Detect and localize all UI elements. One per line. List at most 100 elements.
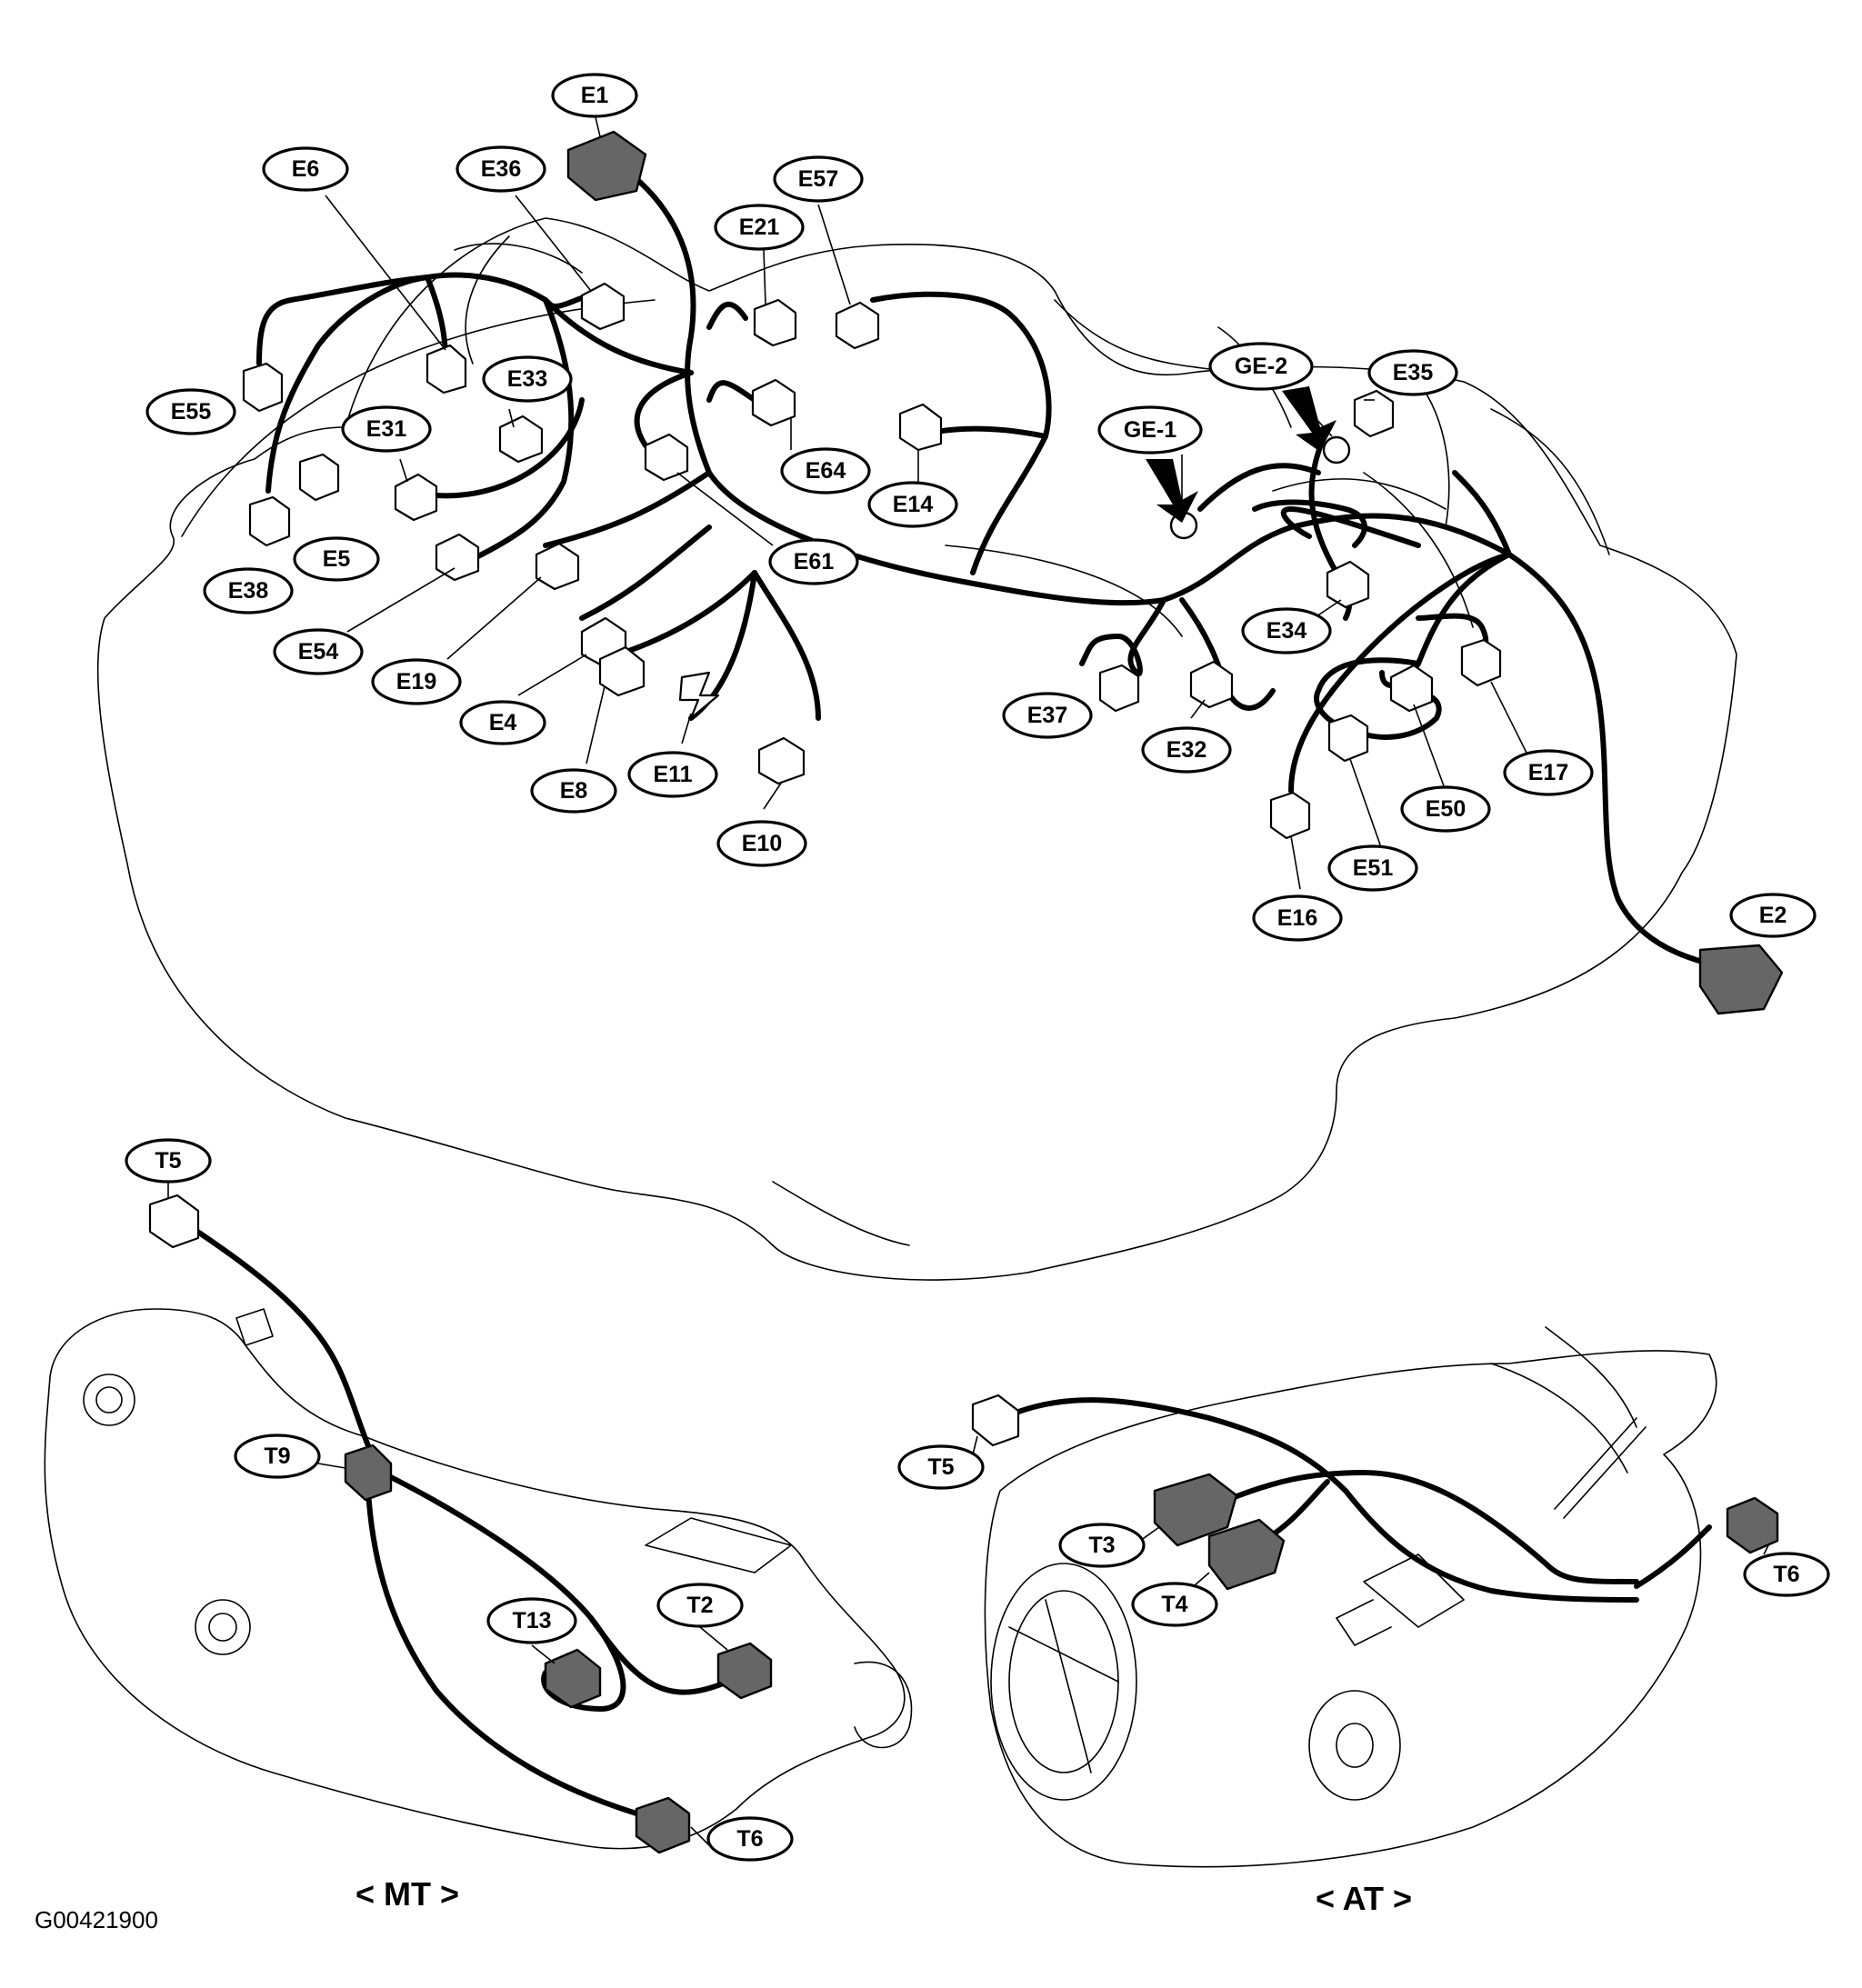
callout-e61: E61	[768, 538, 859, 585]
engine-leader-lines	[325, 113, 1528, 890]
engine-outline	[96, 217, 1737, 1281]
svg-text:E6: E6	[292, 156, 320, 182]
connector-e35	[1353, 389, 1395, 438]
callout-e64: E64	[780, 447, 871, 495]
connector-e61	[644, 433, 689, 482]
svg-text:E11: E11	[653, 762, 692, 787]
callout-e5: E5	[293, 536, 380, 582]
svg-text:T4: T4	[1161, 1592, 1187, 1617]
connector-mt-t5	[148, 1194, 200, 1249]
connector-e36	[580, 282, 626, 331]
callout-at-t6: T6	[1743, 1552, 1830, 1597]
mt-harness-wires	[188, 1224, 739, 1816]
callout-e21: E21	[714, 204, 805, 251]
svg-text:E35: E35	[1393, 360, 1434, 385]
connector-e54	[435, 533, 480, 582]
connector-at-t4	[1207, 1518, 1286, 1591]
connector-at-t3	[1153, 1473, 1238, 1547]
svg-text:E34: E34	[1266, 618, 1307, 644]
svg-text:T13: T13	[512, 1608, 551, 1633]
connector-e17	[1460, 638, 1502, 687]
callout-e33: E33	[482, 355, 573, 403]
callout-e38: E38	[203, 567, 294, 614]
svg-text:T5: T5	[155, 1148, 181, 1174]
svg-text:E51: E51	[1353, 855, 1394, 881]
svg-text:E10: E10	[742, 831, 782, 856]
svg-text:E31: E31	[366, 416, 407, 442]
callout-e54: E54	[273, 628, 364, 675]
connector-e6	[425, 344, 467, 395]
callout-e37: E37	[1002, 692, 1093, 739]
connector-e37	[1098, 664, 1140, 713]
connector-e38	[248, 495, 291, 547]
view-label-at: < AT >	[1316, 1880, 1412, 1917]
callout-e57: E57	[773, 155, 864, 203]
callout-e50: E50	[1400, 785, 1491, 833]
svg-text:E61: E61	[794, 549, 835, 574]
callout-ge2: GE-2	[1208, 342, 1314, 391]
mt-connectors	[148, 1194, 773, 1854]
callout-mt-t9: T9	[234, 1434, 321, 1479]
svg-text:T9: T9	[264, 1444, 290, 1469]
callout-e35: E35	[1367, 349, 1458, 396]
mt-leader-lines	[167, 1182, 728, 1846]
callout-e4: E4	[459, 700, 546, 745]
svg-text:E37: E37	[1027, 703, 1067, 728]
ground-terminal-ge2	[1322, 435, 1351, 465]
callout-e1: E1	[551, 73, 638, 118]
svg-text:E21: E21	[739, 215, 780, 240]
connector-e50	[1389, 664, 1434, 713]
connector-mt-t2	[716, 1642, 773, 1700]
callout-at-t3: T3	[1058, 1523, 1146, 1568]
svg-text:T6: T6	[1773, 1562, 1799, 1587]
callout-e36: E36	[455, 145, 546, 193]
callout-mt-t5: T5	[125, 1138, 212, 1184]
svg-text:E4: E4	[489, 710, 517, 735]
connector-at-t5	[971, 1394, 1020, 1447]
callout-e10: E10	[716, 820, 807, 867]
callout-e19: E19	[371, 658, 462, 705]
callout-e55: E55	[145, 388, 236, 435]
connector-e34	[1326, 560, 1370, 609]
connector-e5	[298, 453, 340, 502]
connector-e51	[1327, 714, 1369, 763]
connector-e21	[753, 298, 797, 347]
callout-e34: E34	[1241, 607, 1332, 654]
callout-e6: E6	[262, 146, 349, 192]
connector-e14	[898, 403, 943, 452]
callout-e11: E11	[627, 751, 718, 798]
connector-e64	[751, 378, 796, 427]
connector-at-t6	[1726, 1496, 1779, 1554]
ground-terminals	[1146, 386, 1351, 540]
callout-mt-t2: T2	[656, 1583, 744, 1628]
svg-text:E50: E50	[1426, 796, 1466, 822]
connector-e55	[242, 362, 284, 413]
mt-transmission-outline	[44, 1308, 913, 1850]
at-connectors	[971, 1394, 1779, 1591]
connector-e1	[566, 130, 647, 202]
callout-e31: E31	[341, 405, 432, 453]
connector-e11	[678, 671, 720, 720]
at-transmission-outline	[984, 1326, 1717, 1868]
svg-text:T3: T3	[1088, 1533, 1115, 1558]
ge1-arrow-icon	[1146, 459, 1198, 523]
callout-e17: E17	[1503, 749, 1594, 796]
callout-at-t5: T5	[897, 1444, 985, 1490]
svg-text:E5: E5	[323, 546, 351, 572]
connector-mt-t9	[344, 1444, 393, 1502]
connector-e2	[1698, 944, 1784, 1015]
connector-e8	[598, 645, 646, 697]
callout-e2: E2	[1729, 893, 1817, 938]
figure-id: G00421900	[35, 1906, 158, 1933]
callout-e16: E16	[1252, 894, 1343, 942]
callout-ge1: GE-1	[1097, 405, 1203, 455]
connector-mt-t6	[635, 1796, 691, 1854]
svg-text:E64: E64	[806, 458, 846, 484]
connector-mt-t13	[544, 1648, 602, 1709]
connector-e10	[757, 736, 806, 785]
connector-e19	[535, 542, 580, 591]
svg-text:E55: E55	[171, 399, 212, 425]
svg-text:T6: T6	[736, 1826, 763, 1852]
callout-e51: E51	[1327, 844, 1418, 892]
